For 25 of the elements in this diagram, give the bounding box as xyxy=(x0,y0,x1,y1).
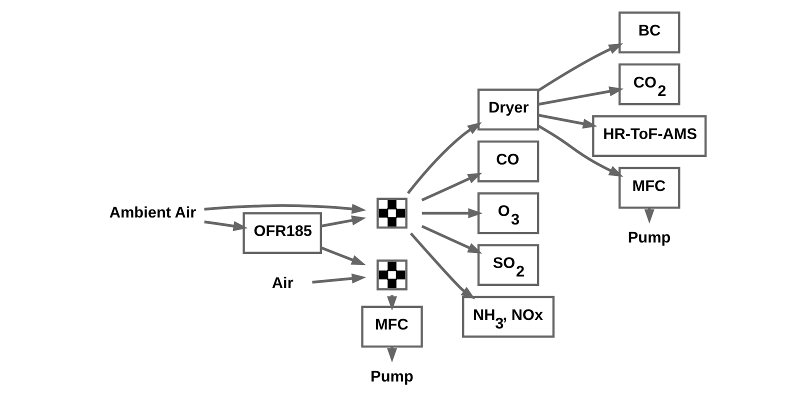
node-box: MFC xyxy=(360,306,422,348)
node-box: Dryer xyxy=(476,88,539,131)
arrow xyxy=(537,86,624,106)
node-text: Air xyxy=(271,274,293,292)
arrow xyxy=(537,124,623,177)
arrow xyxy=(406,122,482,194)
arrow xyxy=(421,208,482,218)
node-box: CO xyxy=(476,140,539,182)
arrow xyxy=(320,215,366,228)
arrow xyxy=(320,246,366,266)
node-box: MFC xyxy=(618,166,680,209)
arrow xyxy=(537,43,623,92)
node-box: BC xyxy=(618,12,680,54)
arrow xyxy=(204,220,248,232)
node-text: Pump xyxy=(370,368,413,386)
arrow xyxy=(204,204,366,214)
arrow xyxy=(537,114,597,129)
node-text: Ambient Air xyxy=(108,204,196,222)
arrow xyxy=(420,225,482,254)
arrow xyxy=(409,232,475,300)
node-text: Pump xyxy=(627,230,670,247)
node-box: HR-ToF-AMS xyxy=(592,115,706,157)
arrow xyxy=(420,172,482,202)
arrow xyxy=(312,274,366,284)
node-box: OFR185 xyxy=(242,212,322,254)
